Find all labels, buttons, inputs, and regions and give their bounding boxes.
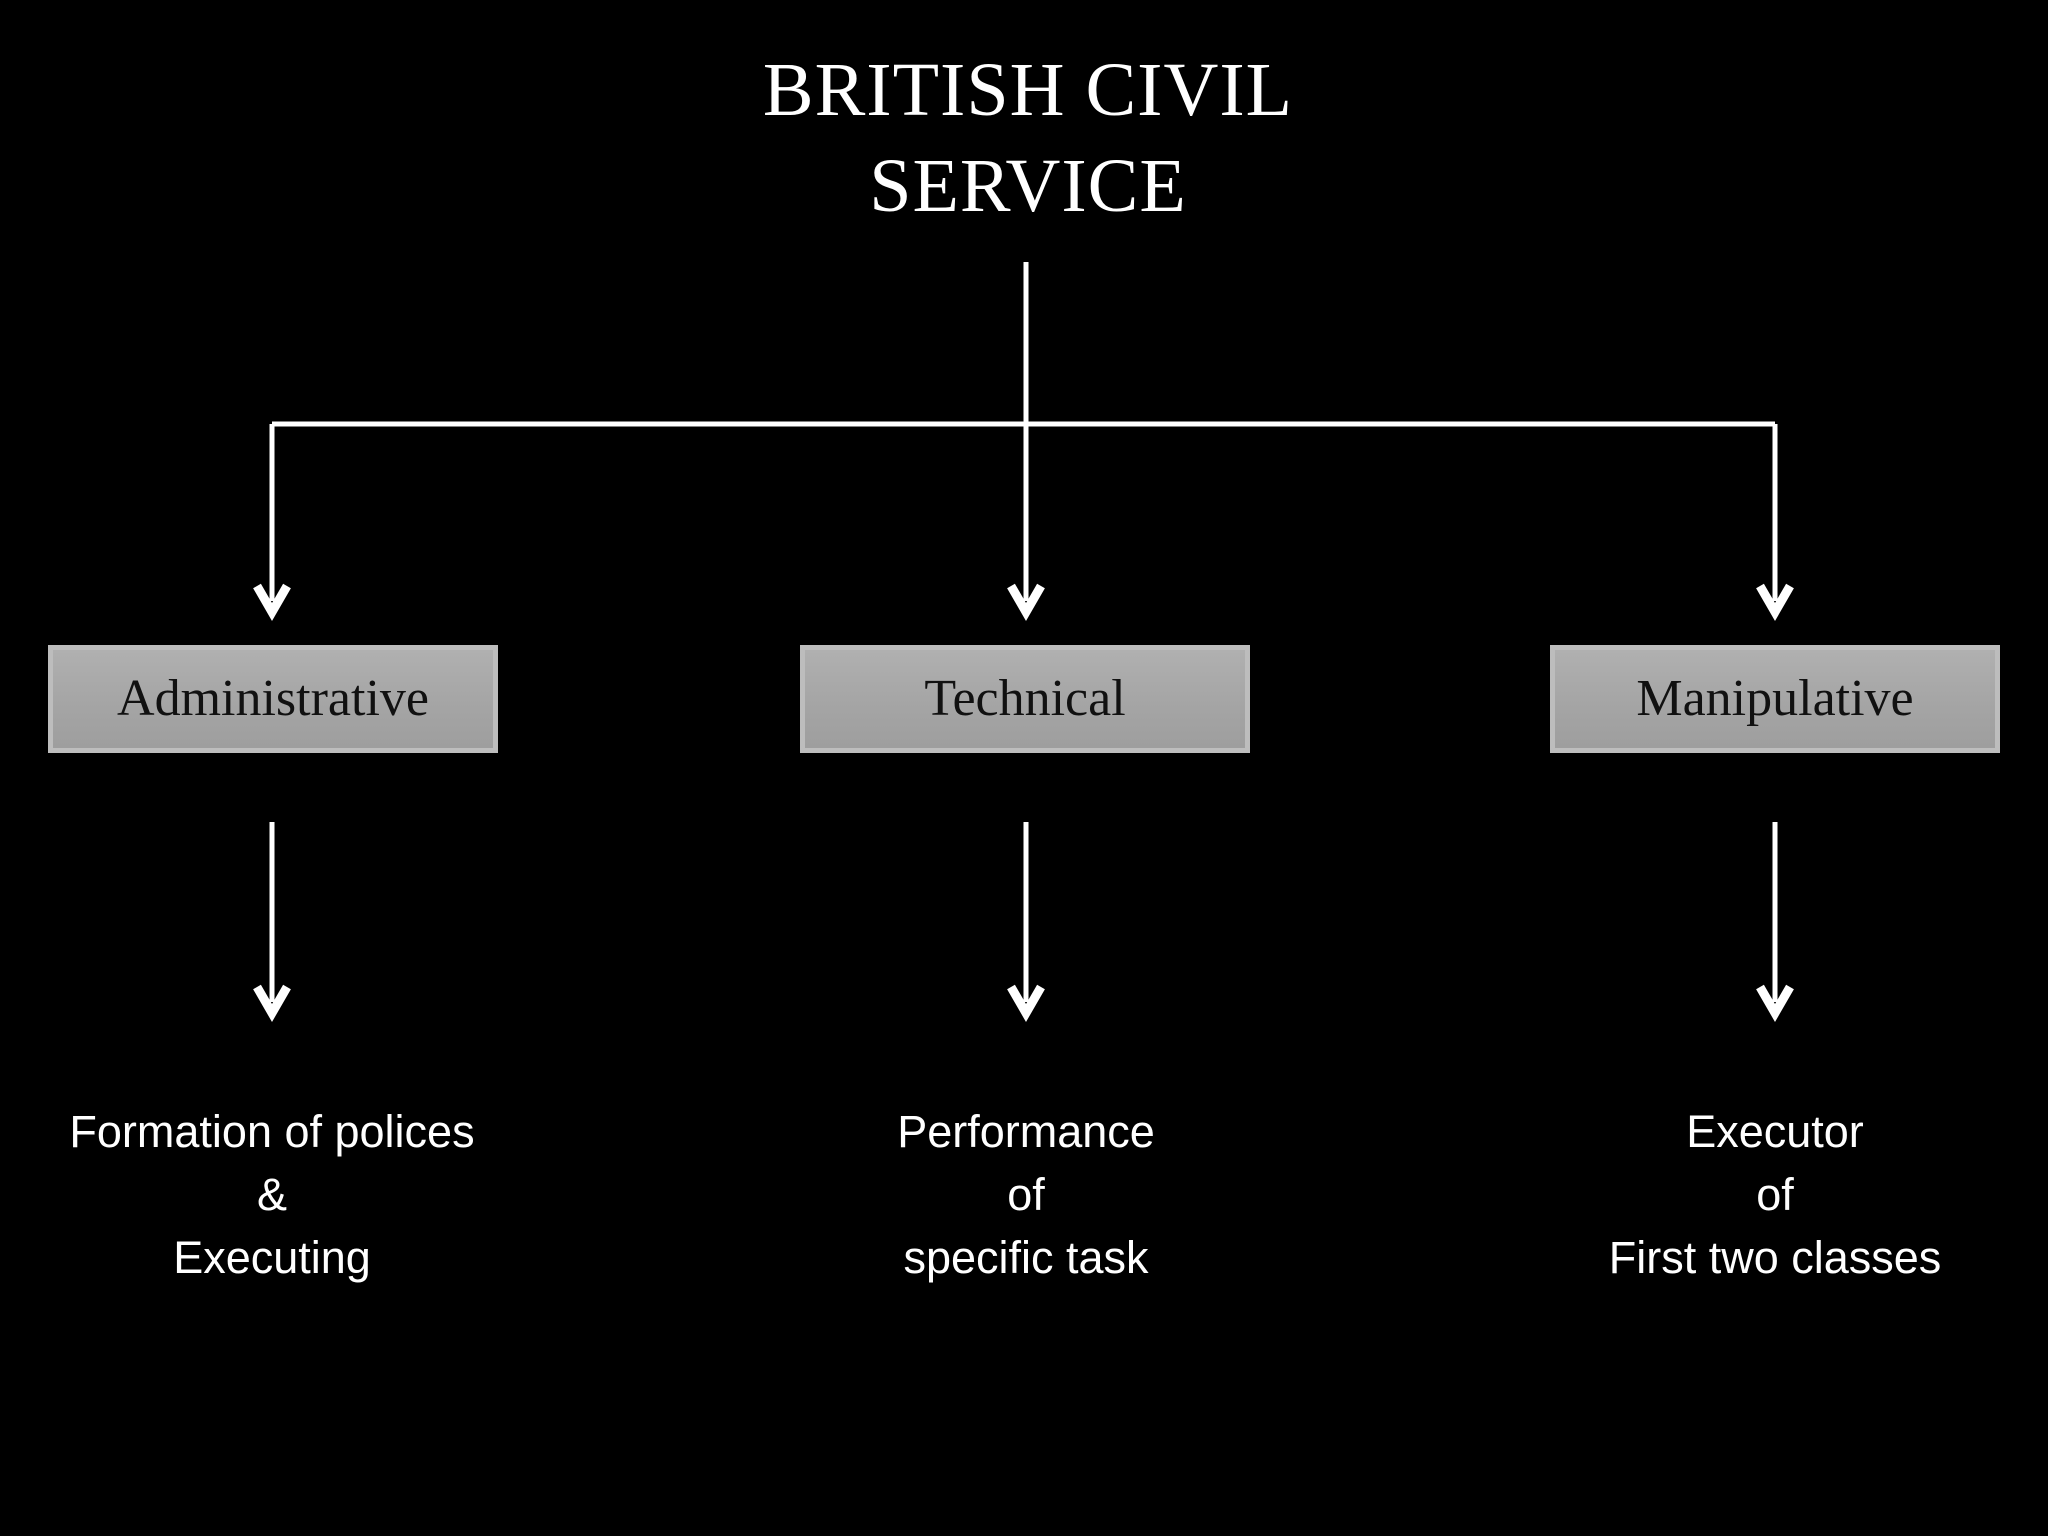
description-line: of [1007,1169,1045,1220]
description-line: First two classes [1608,1232,1942,1283]
node-manipulative-label: Manipulative [1636,670,1914,727]
description-manipulative: Executor of First two classes [1495,1100,2048,1289]
down-arrow-icon [1756,984,1794,1023]
node-administrative-label: Administrative [117,670,429,727]
node-technical-label: Technical [924,670,1126,727]
root-node-title: BRITISH CIVIL SERVICE [528,42,1528,234]
description-line: specific task [903,1232,1149,1283]
node-administrative: Administrative [48,645,498,753]
down-arrow-icon [1007,583,1045,622]
description-administrative: Formation of polices & Executing [0,1100,552,1289]
down-arrow-icon [1756,583,1794,622]
description-technical: Performance of specific task [746,1100,1306,1289]
description-line: of [1756,1169,1794,1220]
down-arrow-icon [253,984,291,1023]
description-line: Performance [897,1106,1155,1157]
down-arrow-icon [253,583,291,622]
description-line: & [256,1169,287,1220]
node-technical: Technical [800,645,1250,753]
node-manipulative: Manipulative [1550,645,2000,753]
title-line-2: SERVICE [869,144,1187,228]
description-line: Executor [1686,1106,1864,1157]
title-line-1: BRITISH CIVIL [762,48,1294,132]
down-arrow-icon [1007,984,1045,1023]
description-line: Executing [173,1232,371,1283]
description-line: Formation of polices [69,1106,475,1157]
